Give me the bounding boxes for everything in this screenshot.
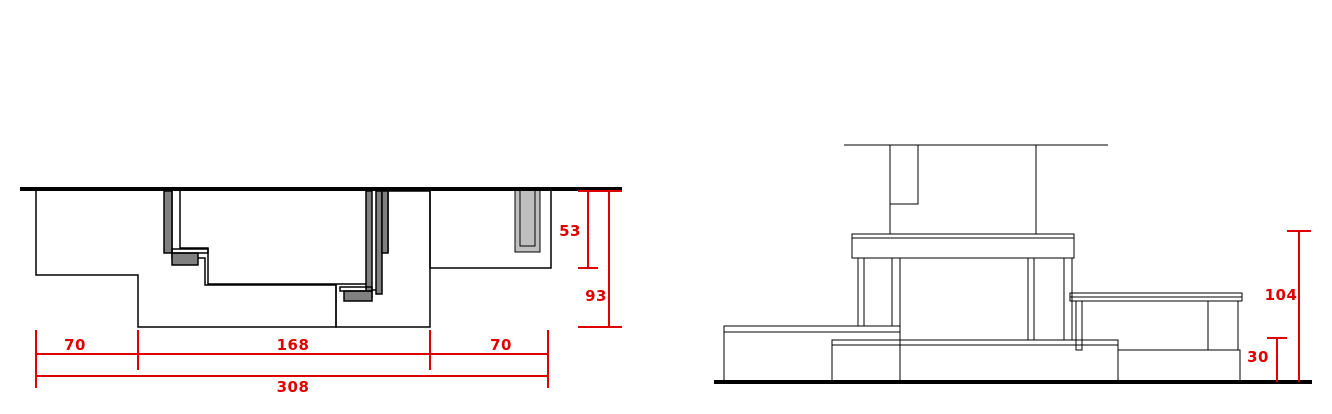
top-view-dimension-labels: 70 168 70 308 53 93	[64, 222, 607, 396]
upper-tower-inset	[889, 144, 919, 205]
elevation-view	[714, 144, 1312, 384]
dim-upper-depth: 53	[559, 222, 581, 240]
dim-total-width: 308	[277, 378, 310, 396]
right-bracket-post-3	[381, 190, 389, 254]
right-bracket-post-2	[375, 190, 383, 295]
dim-right-width: 70	[490, 336, 512, 354]
right-block	[429, 191, 552, 269]
left-bracket-lip	[171, 248, 209, 254]
right-bracket-post-1	[365, 190, 373, 298]
left-bracket-post	[163, 190, 173, 254]
dim-center-width: 168	[277, 336, 310, 354]
right-extension-leg-b	[1207, 300, 1239, 351]
dim-base-height: 30	[1247, 348, 1269, 366]
elevation-dimensions	[1267, 230, 1311, 382]
dim-overall-height: 104	[1265, 286, 1298, 304]
elevation-dimension-labels: 104 30	[1247, 286, 1297, 366]
main-shelf	[851, 233, 1075, 259]
upper-tower	[889, 144, 1037, 235]
top-view-dimensions	[35, 190, 622, 388]
center-block	[179, 191, 371, 285]
dim-total-depth: 93	[585, 287, 607, 305]
right-low-box	[1117, 349, 1241, 383]
left-bracket-foot	[171, 252, 199, 266]
center-plinth	[831, 339, 1119, 383]
dim-left-width: 70	[64, 336, 86, 354]
top-view	[20, 187, 622, 328]
right-bracket-lip	[339, 286, 373, 292]
right-leg	[1027, 257, 1073, 341]
right-extension-leg-a	[1075, 300, 1083, 351]
left-bench	[723, 325, 901, 383]
u-hardware	[514, 191, 541, 253]
right-bracket-foot	[343, 290, 373, 302]
